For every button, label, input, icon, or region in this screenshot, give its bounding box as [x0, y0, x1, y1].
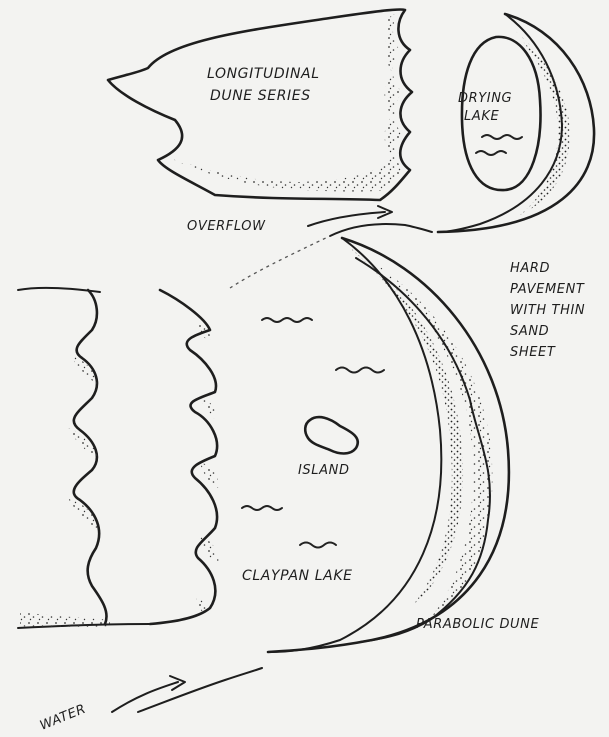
label-overflow: OVERFLOW	[187, 219, 266, 234]
label-hard-3: WITH THIN	[510, 303, 585, 318]
label-hard-5: SHEET	[510, 345, 556, 360]
label-longitudinal-1: LONGITUDINAL	[207, 66, 320, 82]
parabolic-dune	[268, 238, 509, 652]
water-inflow	[112, 668, 262, 712]
label-hard-2: PAVEMENT	[510, 282, 585, 297]
left-dune-series	[18, 288, 218, 628]
label-drying-1: DRYING	[458, 91, 512, 106]
claypan-water-marks	[242, 318, 384, 548]
drying-lake	[438, 14, 594, 232]
longitudinal-dune	[108, 9, 412, 200]
label-island: ISLAND	[298, 463, 350, 478]
label-hard-4: SAND	[510, 324, 549, 339]
island	[305, 417, 358, 453]
label-longitudinal-2: DUNE SERIES	[210, 88, 311, 104]
label-water: WATER	[38, 702, 88, 734]
label-drying-2: LAKE	[464, 109, 499, 124]
label-hard-1: HARD	[510, 261, 550, 276]
label-parabolic: PARABOLIC DUNE	[416, 617, 539, 632]
label-claypan: CLAYPAN LAKE	[242, 568, 353, 584]
